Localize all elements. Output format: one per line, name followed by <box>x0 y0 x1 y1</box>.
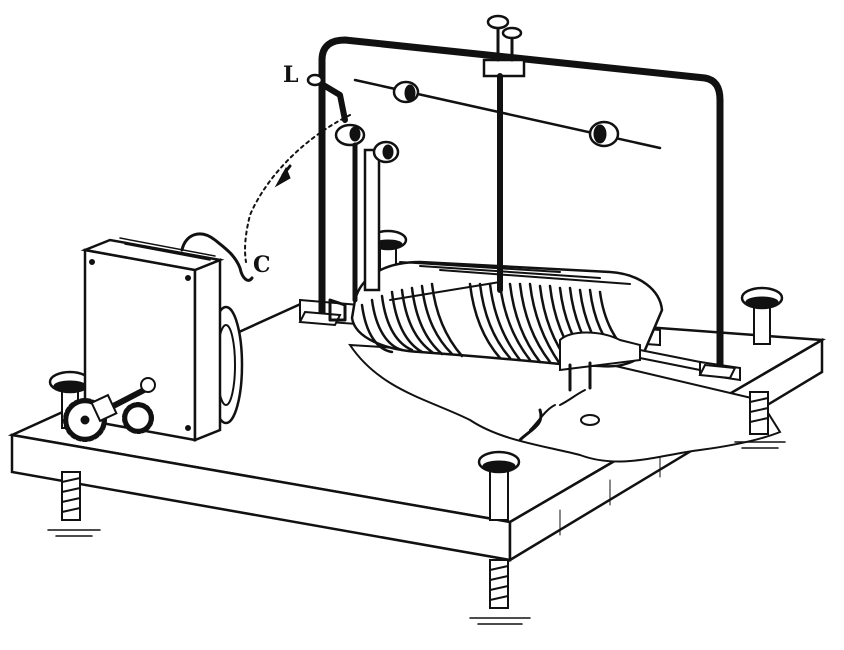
winding-gear-assembly <box>63 377 156 442</box>
cutaway-section <box>348 343 782 463</box>
electromagnet-coil <box>299 260 664 392</box>
label-l: L <box>283 62 299 88</box>
balance-beam <box>353 78 662 150</box>
beam-weight-right <box>588 120 620 148</box>
terminal-front <box>477 450 521 521</box>
label-c: C <box>253 252 271 278</box>
screw-foot-left <box>47 471 101 537</box>
lever-l <box>306 73 366 147</box>
beam-weight-left <box>392 80 420 104</box>
terminal-right <box>740 286 784 345</box>
pivot-column <box>328 140 400 322</box>
screw-foot-front <box>469 559 531 625</box>
screw-foot-right <box>734 391 786 449</box>
top-slider <box>482 14 526 78</box>
swing-path-arc <box>244 114 351 263</box>
clockwork-box <box>80 232 254 442</box>
